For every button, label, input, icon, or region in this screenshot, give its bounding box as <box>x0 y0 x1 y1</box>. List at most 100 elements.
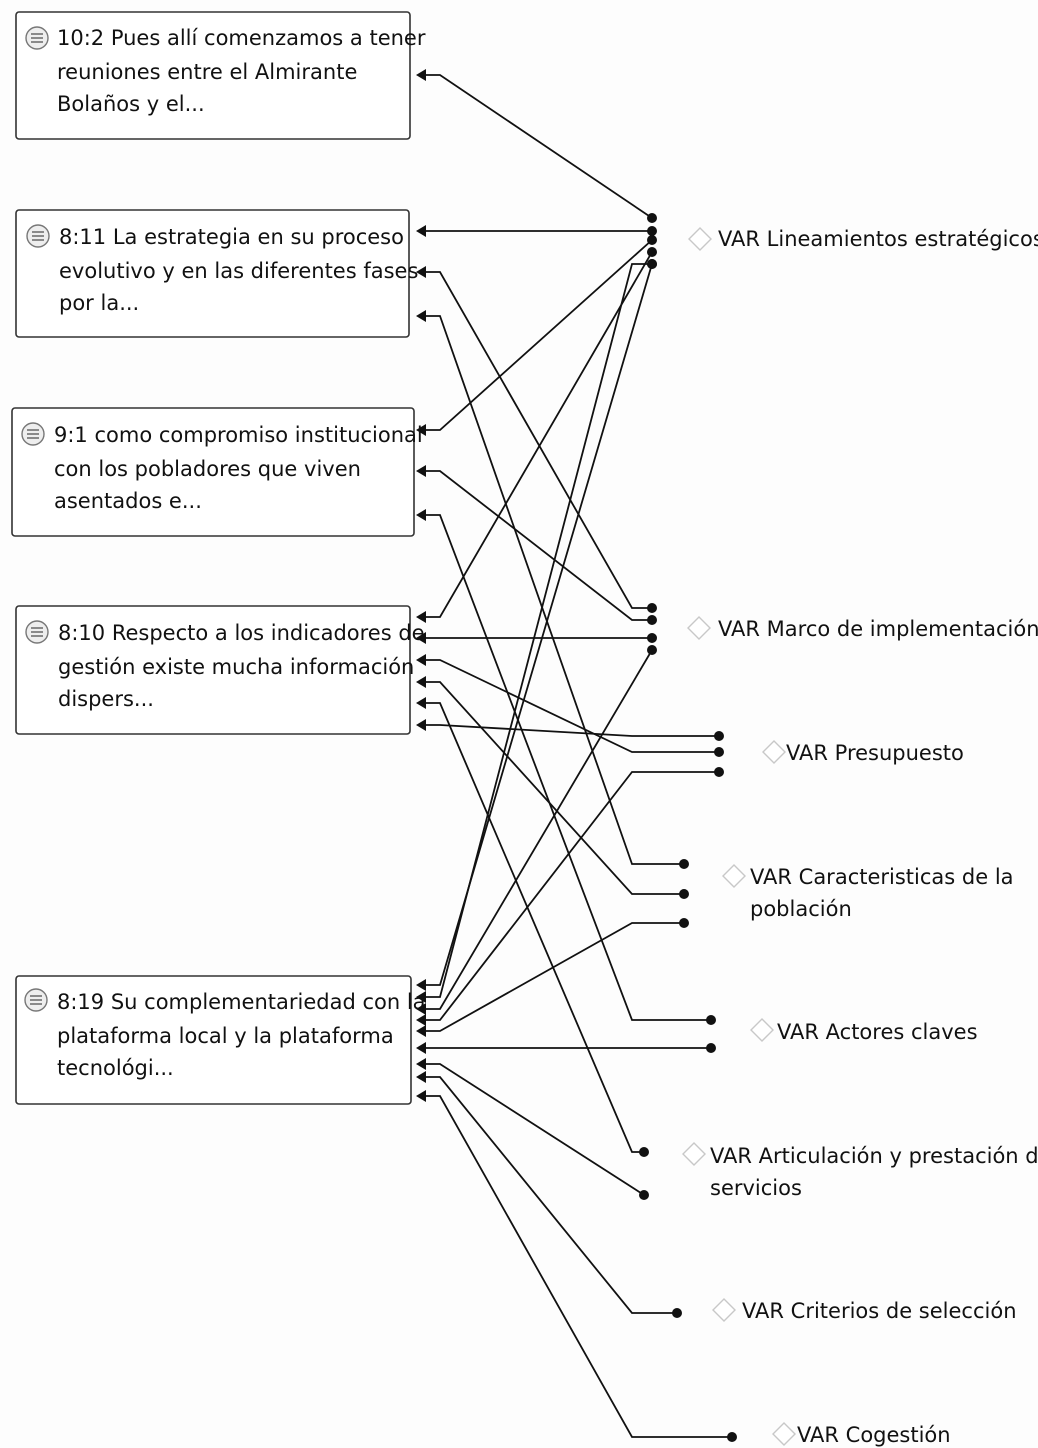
code-node-actores[interactable]: VAR Actores claves <box>750 1018 978 1044</box>
code-diamond-icon <box>687 616 711 640</box>
link-line <box>422 1076 677 1314</box>
link-line <box>422 251 653 618</box>
link-q8_19-c_marco <box>416 645 657 1015</box>
link-arrowhead <box>416 424 426 436</box>
link-q8_19-c_pres <box>416 767 724 1026</box>
code-node-cogestion[interactable]: VAR Cogestión <box>772 1422 951 1447</box>
document-quote-icon <box>24 988 48 1012</box>
link-q8_10-c_pres <box>416 719 724 741</box>
link-endpoint-dot <box>714 747 724 757</box>
document-quote-icon <box>25 620 49 644</box>
link-arrowhead <box>416 1042 426 1054</box>
link-q8_10-c_pres <box>416 654 724 757</box>
link-q8_19-c_lin <box>416 259 657 1003</box>
code-label: VAR Presupuesto <box>786 741 964 765</box>
link-q8_11-c_lin <box>416 225 657 237</box>
quote-node-10-2[interactable]: 10:2 Pues allí comenzamos a tener reunio… <box>15 11 426 140</box>
link-arrowhead <box>416 310 426 322</box>
link-line <box>422 271 652 609</box>
link-arrowhead <box>416 654 426 666</box>
quote-line: 8:11 La estrategia en su proceso <box>59 225 404 249</box>
link-q9_1-c_lin <box>416 235 657 436</box>
link-endpoint-dot <box>639 1190 649 1200</box>
link-endpoint-dot <box>672 1308 682 1318</box>
link-arrowhead <box>416 991 426 1003</box>
link-line <box>422 922 684 1032</box>
link-q9_1-c_marco <box>416 465 657 625</box>
link-endpoint-dot <box>647 226 657 236</box>
link-q8_19-c_act <box>416 1042 716 1054</box>
link-endpoint-dot <box>639 1147 649 1157</box>
link-arrowhead <box>416 1090 426 1102</box>
link-line <box>422 514 711 1021</box>
link-q8_11-c_carac <box>416 310 689 869</box>
code-label: VAR Marco de implementación <box>718 617 1038 641</box>
code-label: VAR Caracteristicas de la <box>750 865 1014 889</box>
quote-node-8-10[interactable]: 8:10 Respecto a los indicadores de gesti… <box>15 605 425 735</box>
link-q8_10-c_carac <box>416 676 689 899</box>
code-node-criterios[interactable]: VAR Criterios de selección <box>712 1298 1017 1323</box>
link-line <box>422 681 684 895</box>
code-label: VAR Cogestión <box>797 1423 951 1447</box>
code-diamond-icon <box>750 1018 774 1042</box>
link-q8_10-c_art <box>416 697 649 1157</box>
link-line <box>422 263 653 986</box>
quote-node-9-1[interactable]: 9:1 como compromiso institucional con lo… <box>11 407 423 537</box>
quote-node-8-11[interactable]: 8:11 La estrategia en su proceso evoluti… <box>15 209 418 338</box>
link-arrowhead <box>416 632 426 644</box>
link-endpoint-dot <box>647 615 657 625</box>
link-endpoint-dot <box>647 633 657 643</box>
link-q8_19-c_art <box>416 1058 649 1200</box>
link-arrowhead <box>416 465 426 477</box>
link-arrowhead <box>416 266 426 278</box>
quote-line: 10:2 Pues allí comenzamos a tener <box>57 26 426 50</box>
quote-line: 8:10 Respecto a los indicadores de <box>58 621 425 645</box>
link-endpoint-dot <box>647 213 657 223</box>
quote-line: gestión existe mucha información <box>58 655 414 679</box>
link-endpoint-dot <box>647 259 657 269</box>
code-node-presupuesto[interactable]: VAR Presupuesto <box>762 740 964 765</box>
link-endpoint-dot <box>706 1043 716 1053</box>
link-endpoint-dot <box>679 859 689 869</box>
quote-line: por la... <box>59 291 139 315</box>
code-label: VAR Articulación y prestación de <box>710 1144 1038 1168</box>
quote-node-8-19[interactable]: 8:19 Su complementariedad con la platafo… <box>15 975 426 1105</box>
link-line <box>422 239 653 431</box>
document-quote-icon <box>25 26 49 50</box>
link-line <box>422 1095 732 1438</box>
link-line <box>422 1063 645 1196</box>
link-arrowhead <box>416 225 426 237</box>
code-node-marco[interactable]: VAR Marco de implementación <box>687 616 1038 641</box>
quote-line: plataforma local y la plataforma <box>57 1024 394 1048</box>
link-line <box>422 263 652 998</box>
link-layer <box>416 69 737 1442</box>
code-node-caracteristicas[interactable]: VAR Caracteristicas de la población <box>722 864 1014 921</box>
link-q8_10-c_marco <box>416 632 657 644</box>
link-endpoint-dot <box>714 731 724 741</box>
document-quote-icon <box>26 224 50 248</box>
link-line <box>422 315 684 865</box>
link-endpoint-dot <box>714 767 724 777</box>
link-arrowhead <box>416 676 426 688</box>
link-endpoint-dot <box>679 889 689 899</box>
quote-line: dispers... <box>58 687 154 711</box>
link-line <box>422 74 653 219</box>
link-line <box>422 771 719 1021</box>
link-endpoint-dot <box>706 1015 716 1025</box>
code-label: VAR Actores claves <box>777 1020 978 1044</box>
quote-line: 8:19 Su complementariedad con la <box>57 990 426 1014</box>
link-arrowhead <box>416 509 426 521</box>
code-node-articulacion[interactable]: VAR Articulación y prestación de servici… <box>682 1142 1038 1200</box>
link-arrowhead <box>416 719 426 731</box>
quote-line: reuniones entre el Almirante <box>57 60 357 84</box>
quote-line: 9:1 como compromiso institucional <box>54 423 423 447</box>
link-arrowhead <box>416 69 426 81</box>
code-diamond-icon <box>712 1298 736 1322</box>
link-arrowhead <box>416 697 426 709</box>
link-endpoint-dot <box>647 603 657 613</box>
link-q8_10-c_lin <box>416 247 657 623</box>
code-label: población <box>750 897 852 921</box>
link-endpoint-dot <box>647 235 657 245</box>
code-node-lineamientos[interactable]: VAR Lineamientos estratégicos <box>688 227 1038 251</box>
